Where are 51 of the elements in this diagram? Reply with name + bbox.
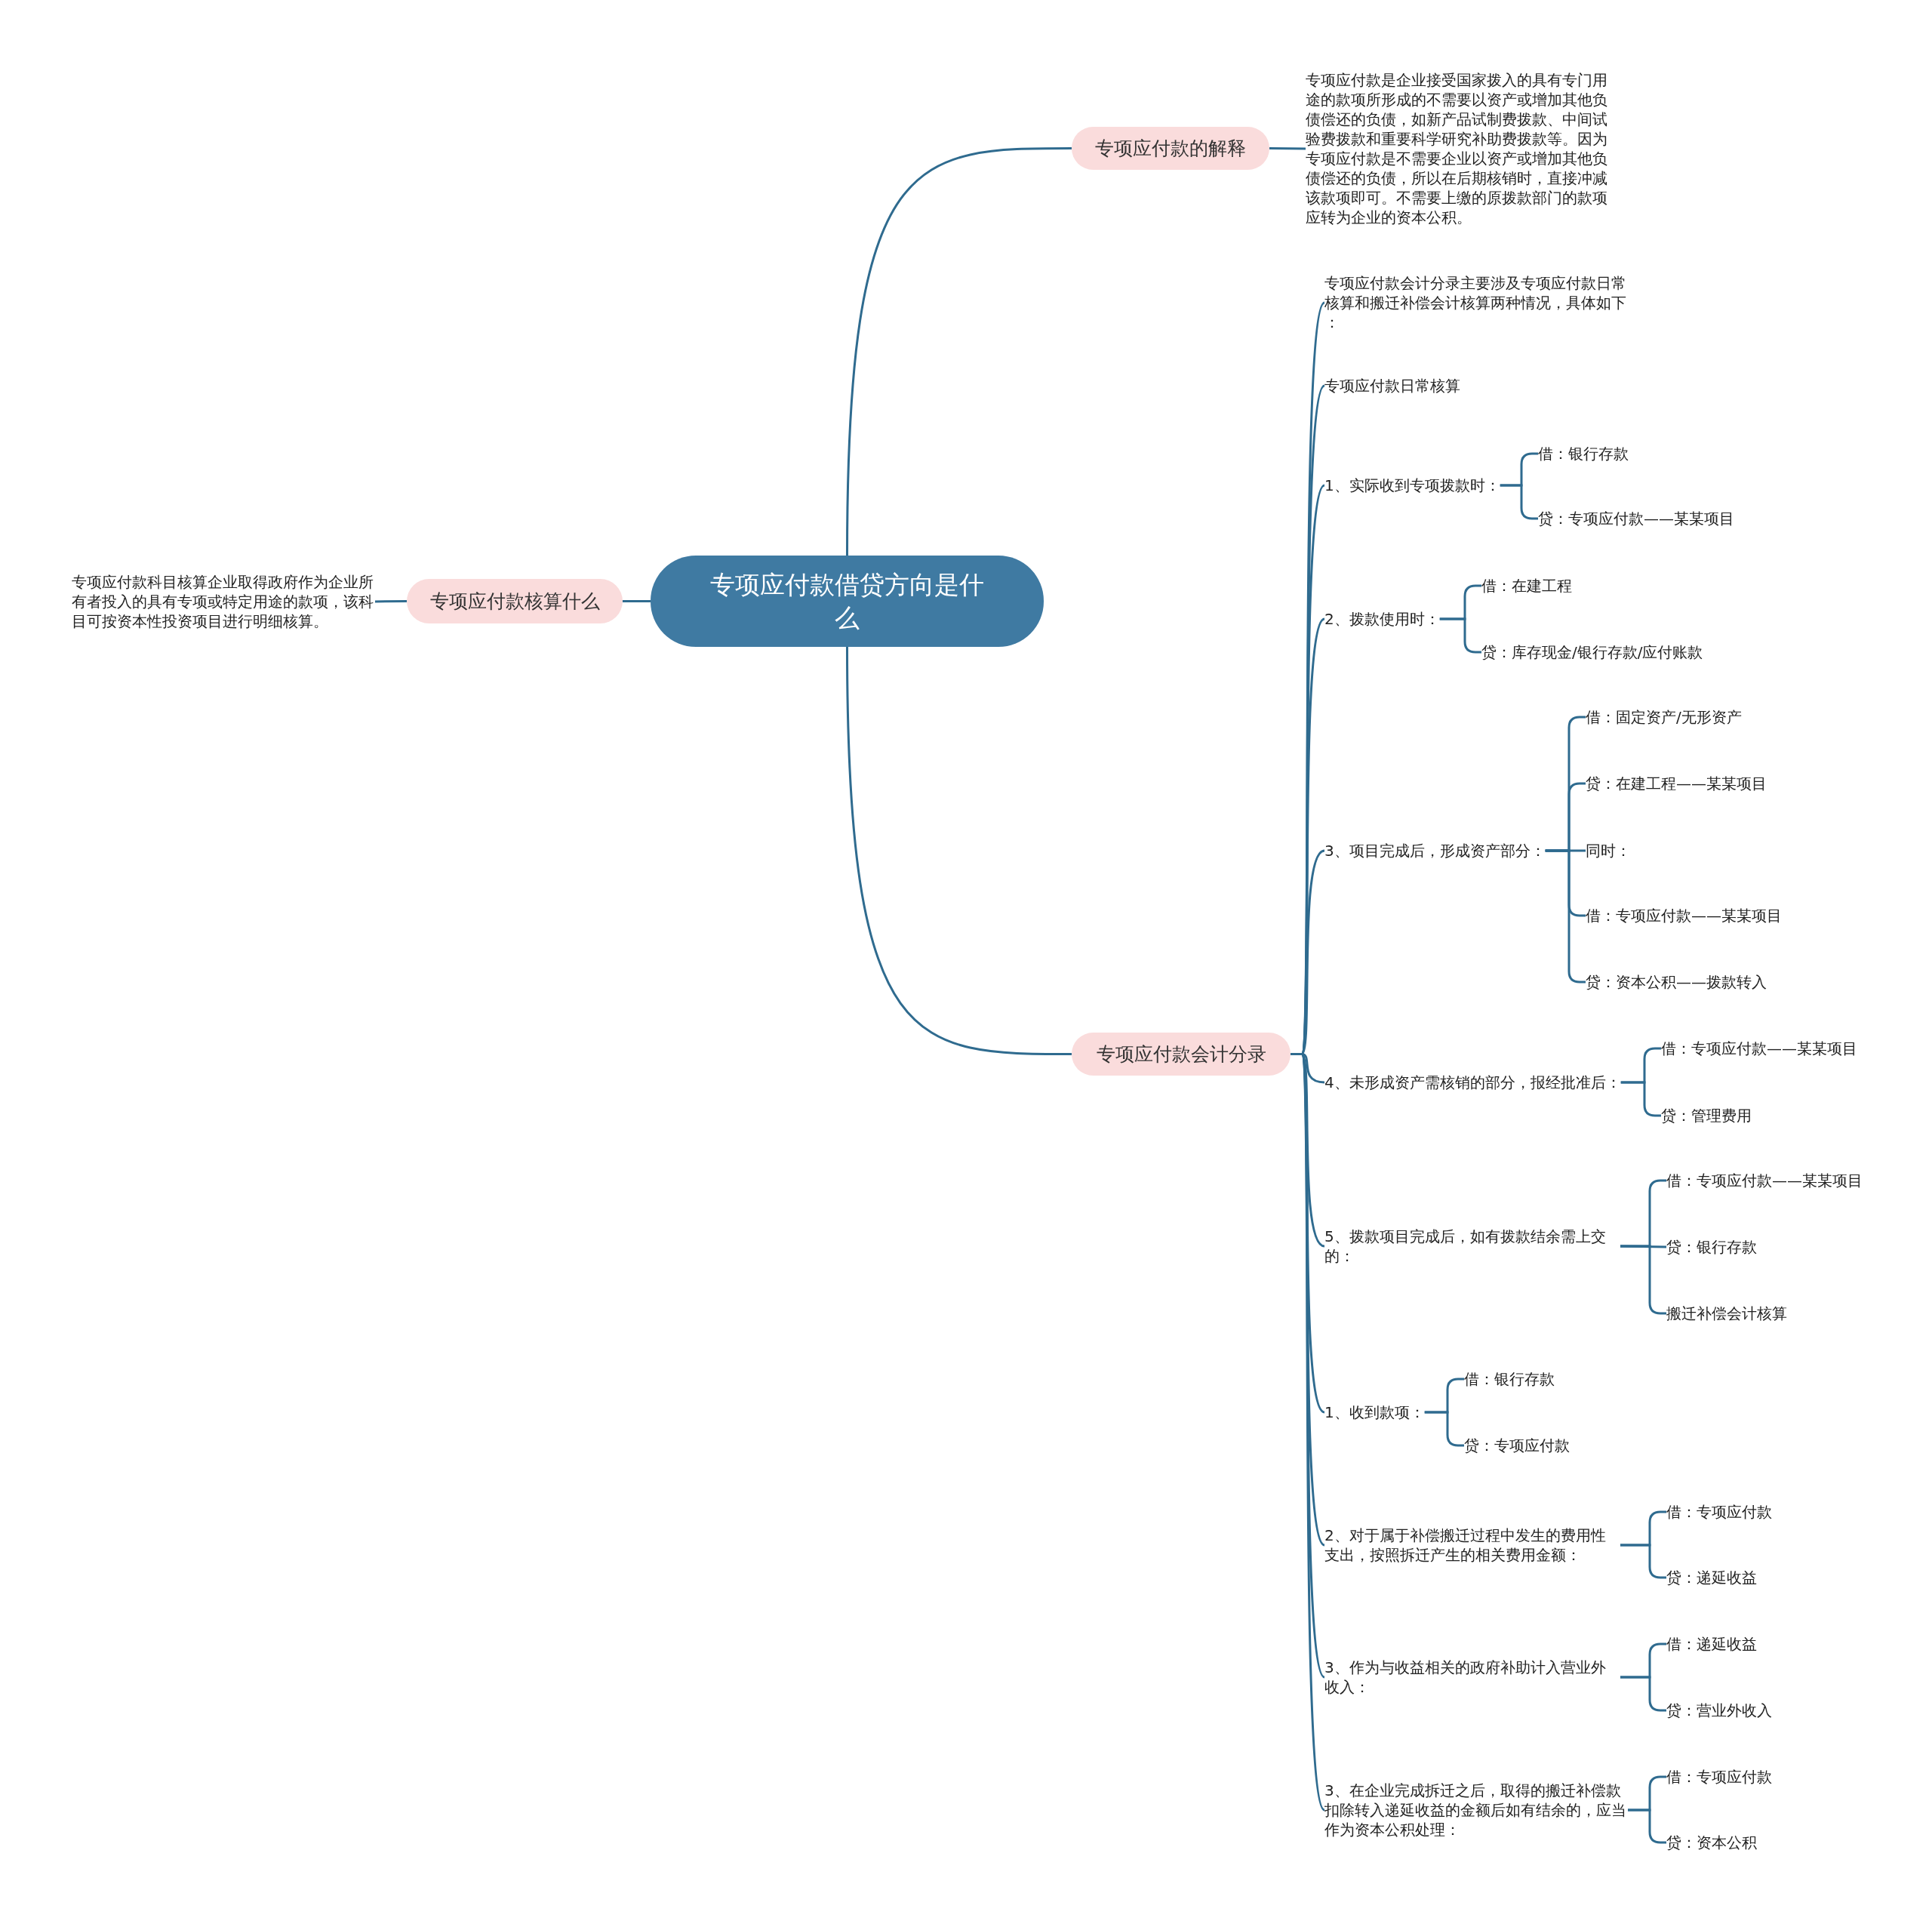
branch-label: 贷：专项应付款——某某项目 (1538, 509, 1734, 528)
branch-label: 贷：营业外收入 (1666, 1701, 1772, 1720)
topic-box: 专项应付款会计分录 (1072, 1033, 1291, 1076)
connector-line (375, 600, 407, 603)
branch-label: 借：专项应付款 (1666, 1502, 1772, 1522)
connector-line (1439, 617, 1481, 654)
branch-label: 借：在建工程 (1481, 576, 1572, 596)
branch-label: 借：递延收益 (1666, 1634, 1757, 1654)
branch-label: 1、实际收到专项拨款时： (1324, 476, 1500, 495)
topic-box: 专项应付款的解释 (1072, 127, 1269, 170)
note-text: 专项应付款会计分录主要涉及专项应付款日常核算和搬迁补偿会计核算两种情况，具体如下： (1324, 273, 1628, 332)
branch-label: 借：专项应付款——某某项目 (1586, 906, 1782, 925)
connector-line (1269, 147, 1306, 150)
branch-label: 贷：资本公积——拨款转入 (1586, 972, 1767, 992)
branch-label: 贷：管理费用 (1661, 1106, 1752, 1125)
note-text: 专项应付款科目核算企业取得政府作为企业所有者投入的具有专项或特定用途的款项，该科目可按资本性投资项目进行明细核算。 (72, 572, 375, 631)
branch-label: 搬迁补偿会计核算 (1666, 1304, 1787, 1323)
connector-line (1620, 1676, 1666, 1712)
branch-label: 借：银行存款 (1464, 1369, 1555, 1389)
branch-label: 借：专项应付款——某某项目 (1661, 1039, 1857, 1058)
branch-label: 借：专项应付款 (1666, 1767, 1772, 1787)
branch-label: 贷：资本公积 (1666, 1833, 1757, 1852)
connector-line (846, 147, 1072, 556)
note-text: 3、作为与收益相关的政府补助计入营业外收入： (1324, 1658, 1620, 1697)
branch-label: 同时： (1586, 841, 1631, 860)
branch-label: 贷：在建工程——某某项目 (1586, 774, 1767, 793)
note-text: 专项应付款是企业接受国家拨入的具有专门用途的款项所形成的不需要以资产或增加其他负债偿还的负债，如新产品试制费拨款、中间试验费拨款和重要科学研究补助费拨款等。因为专项应付款是不需要企业以资产或增加其他负债偿还的负债，所以在后期核销时，直接冲减该款项即可。不需要上缴的原拨款部门的款项应转为企业的资本公积。 (1306, 70, 1609, 227)
branch-label: 4、未形成资产需核销的部分，报经批准后： (1324, 1073, 1621, 1092)
branch-label: 贷：银行存款 (1666, 1237, 1757, 1257)
note-text: 5、拨款项目完成后，如有拨款结余需上交的： (1324, 1227, 1620, 1266)
branch-label: 贷：库存现金/银行存款/应付账款 (1481, 642, 1703, 662)
connector-line (1628, 1809, 1666, 1844)
branch-label: 贷：专项应付款 (1464, 1436, 1570, 1455)
connector-line (846, 646, 1072, 1055)
connector-line (623, 600, 651, 602)
note-text: 3、在企业完成拆迁之后，取得的搬迁补偿款扣除转入递延收益的金额后如有结余的，应当作为资本公积处理： (1324, 1781, 1628, 1839)
branch-label: 专项应付款日常核算 (1324, 376, 1460, 396)
topic-box: 专项应付款核算什么 (407, 579, 623, 623)
branch-label: 3、项目完成后，形成资产部分： (1324, 841, 1546, 860)
branch-label: 2、拨款使用时： (1324, 609, 1440, 629)
branch-label: 借：银行存款 (1538, 444, 1629, 463)
connector-line (1500, 484, 1538, 520)
connector-line (1620, 1081, 1661, 1117)
branch-label: 借：固定资产/无形资产 (1586, 707, 1742, 727)
connector-line (1424, 1411, 1464, 1447)
branch-label: 贷：递延收益 (1666, 1568, 1757, 1587)
central-topic-box: 专项应付款借贷方向是什么 (651, 556, 1044, 647)
note-text: 2、对于属于补偿搬迁过程中发生的费用性支出，按照拆迁产生的相关费用金额： (1324, 1525, 1620, 1565)
branch-label: 1、收到款项： (1324, 1402, 1425, 1422)
branch-label: 借：专项应付款——某某项目 (1666, 1171, 1863, 1190)
connector-line (1620, 1544, 1666, 1579)
